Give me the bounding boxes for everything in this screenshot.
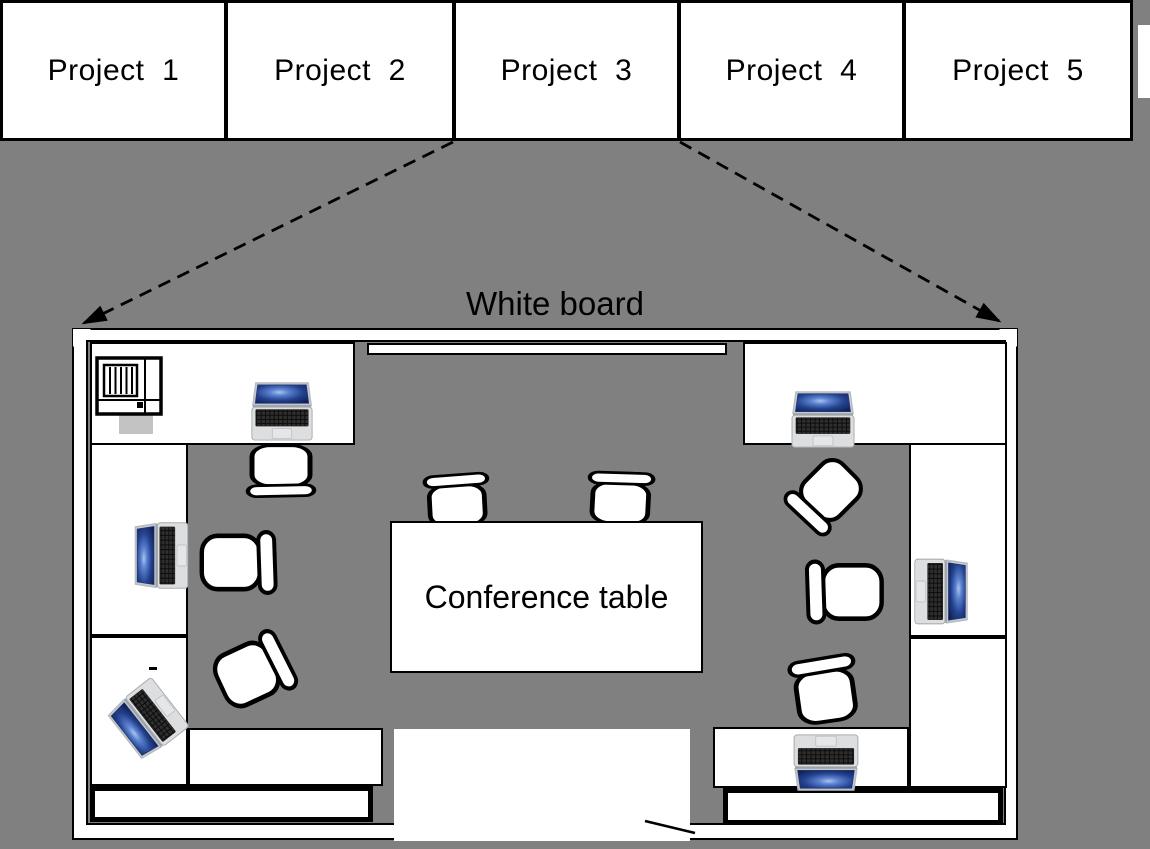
project-box-label: Project 3 <box>500 53 633 87</box>
printer-icon <box>95 356 167 436</box>
laptop-icon <box>790 733 862 791</box>
project-box: Project 2 <box>225 0 455 141</box>
project-box-label: Project 2 <box>274 53 406 87</box>
project-box-label: Project 1 <box>47 53 180 87</box>
desk-top-right <box>743 342 1007 445</box>
project-box-label: Project 5 <box>952 53 1084 87</box>
office-chair <box>778 445 876 543</box>
project-box: Project 4 <box>678 0 905 141</box>
project-box: Project 5 <box>903 0 1133 141</box>
laptop-icon <box>134 518 190 592</box>
laptop-icon <box>788 391 858 449</box>
side-table-bottom-right <box>723 788 1003 825</box>
office-chair <box>805 557 887 627</box>
zoom-callout-line <box>81 140 454 325</box>
office-chair <box>201 623 302 721</box>
desk-bottom-left <box>188 728 383 786</box>
laptop-icon <box>103 673 193 765</box>
conference-table: Conference table <box>390 521 703 673</box>
zoom-callout-line <box>679 140 1002 323</box>
office-chair <box>197 527 278 597</box>
project-box: Project 3 <box>453 0 680 141</box>
project-box: Project 1 <box>0 0 227 141</box>
conference-table-label: Conference table <box>424 578 669 615</box>
side-table-bottom-left <box>90 786 373 822</box>
project-box-label: Project 4 <box>725 53 858 87</box>
whiteboard-label: White board <box>466 285 644 322</box>
laptop-icon <box>248 382 316 442</box>
laptop-icon <box>913 555 968 628</box>
door-opening <box>394 729 690 841</box>
whiteboard-strip <box>367 343 727 355</box>
edge-tab <box>1138 25 1150 98</box>
office-chair <box>582 469 658 529</box>
desk-right-lower <box>909 637 1007 788</box>
office-chair <box>243 442 319 498</box>
office-chair <box>783 651 866 731</box>
